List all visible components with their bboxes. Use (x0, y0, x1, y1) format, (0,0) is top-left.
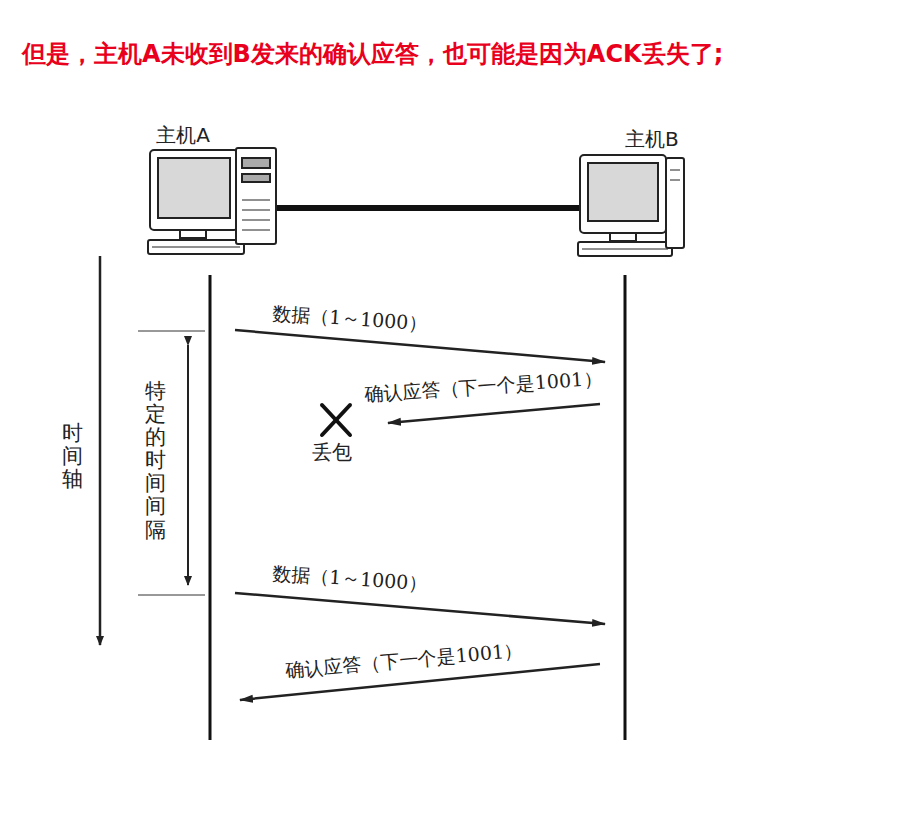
time-axis-label: 时间轴 (62, 422, 83, 491)
message-arrow (235, 593, 605, 624)
loss-label: 丢包 (312, 439, 352, 466)
host-node: 主机B (625, 126, 687, 742)
arrow-label: 数据（1～1000） (269, 300, 430, 337)
computer-b (578, 155, 684, 256)
arrow-label: 确认应答（下一个是1001） (282, 637, 526, 684)
host-label: 主机B (625, 126, 687, 153)
computer-a (148, 148, 276, 254)
time-axis-arrow (99, 256, 102, 645)
interval-arrow (187, 345, 189, 585)
host-label: 主机A (152, 122, 210, 149)
title: 但是，主机A未收到B发来的确认应答，也可能是因为ACK丢失了; (22, 38, 723, 70)
message-arrow (388, 404, 600, 423)
arrow-label: 数据（1～1000） (269, 560, 430, 597)
timeline-b (624, 275, 627, 740)
bracket-line (138, 331, 205, 332)
interval-label: 特定的时间间隔 (145, 380, 166, 542)
arrow-label: 确认应答（下一个是1001） (361, 366, 605, 409)
network-cable (272, 205, 582, 211)
timeline-a (209, 275, 212, 740)
loss-mark (322, 405, 350, 435)
bracket-line (138, 595, 205, 596)
